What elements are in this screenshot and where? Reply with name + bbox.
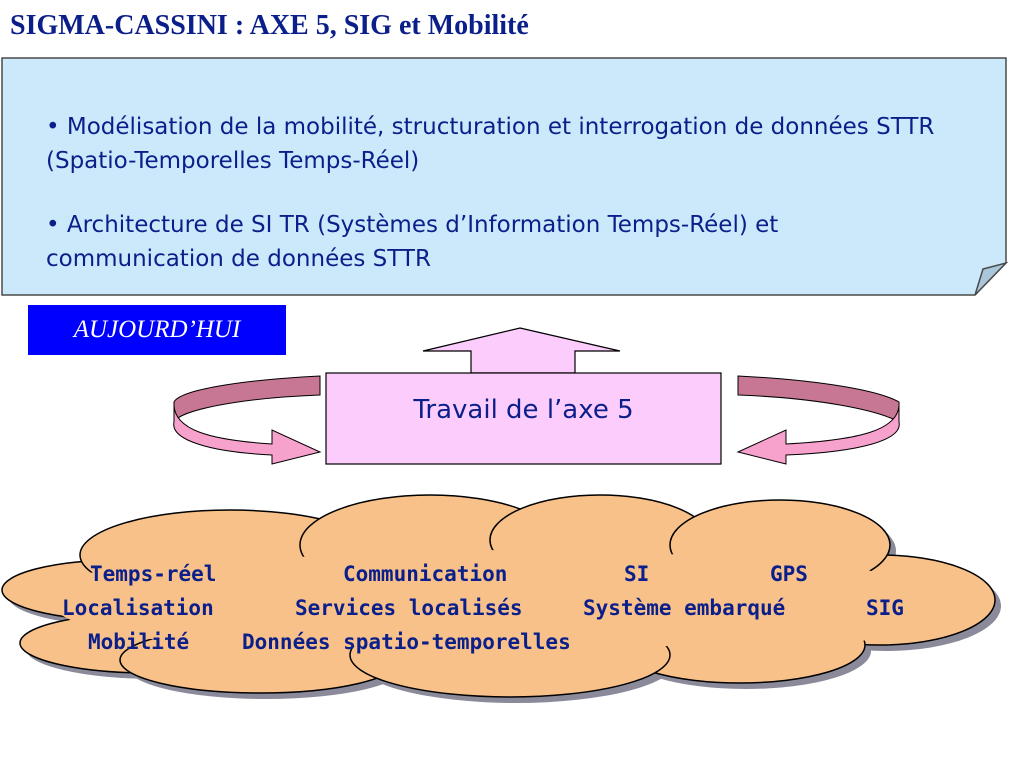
work-label: Travail de l’axe 5 — [413, 395, 634, 425]
slide-title: SIGMA-CASSINI : AXE 5, SIG et Mobilité — [10, 10, 529, 41]
right-cycle-arrow — [736, 375, 900, 465]
keyword-services-localises: Services localisés — [295, 596, 523, 620]
note-content: • Modélisation de la mobilité, structura… — [46, 110, 946, 306]
keyword-temps-reel: Temps-réel — [90, 562, 217, 586]
keyword-systeme-embarque: Système embarqué — [583, 596, 786, 620]
left-cycle-arrow — [173, 375, 322, 465]
work-box — [325, 372, 722, 465]
note-box — [1, 57, 1009, 296]
keyword-localisation: Localisation — [62, 596, 214, 620]
keyword-gps: GPS — [770, 562, 808, 586]
keyword-sig: SIG — [866, 596, 904, 620]
note-bullet-2: • Architecture de SI TR (Systèmes d’Info… — [46, 212, 779, 272]
note-bullet-1: • Modélisation de la mobilité, structura… — [46, 114, 935, 174]
keyword-donnees-spatio-temporelles: Données spatio-temporelles — [242, 630, 571, 654]
keyword-communication: Communication — [343, 562, 508, 586]
keyword-si: SI — [624, 562, 650, 586]
today-label: AUJOURD’HUI — [28, 305, 286, 355]
keyword-mobilite: Mobilité — [88, 630, 190, 654]
